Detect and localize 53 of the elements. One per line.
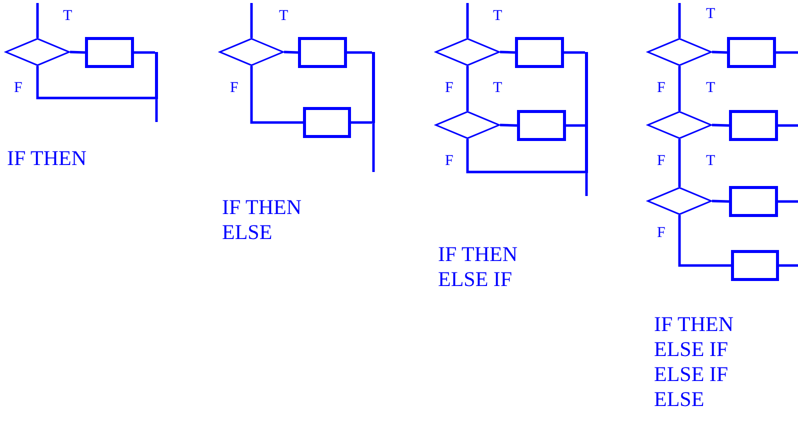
merge-line xyxy=(155,52,158,99)
connector-line xyxy=(36,66,155,100)
decision-diamond xyxy=(647,38,712,66)
connector-line xyxy=(712,50,728,54)
connector-line xyxy=(36,3,39,38)
process-box xyxy=(515,37,564,68)
connector-line xyxy=(155,99,158,122)
decision-diamond xyxy=(647,187,712,215)
connector-line xyxy=(566,124,585,127)
decision-diamond xyxy=(647,111,712,139)
decision-diamond xyxy=(435,111,500,139)
caption: IF THEN ELSE IF xyxy=(438,242,519,292)
connector-line xyxy=(284,50,298,54)
connector-line xyxy=(466,139,585,174)
connector-line xyxy=(564,51,585,54)
process-box xyxy=(727,37,776,68)
process-box xyxy=(731,250,779,281)
connector-line xyxy=(678,3,681,38)
connector-line xyxy=(779,264,798,267)
decision-diamond xyxy=(219,38,284,66)
connector-line xyxy=(500,50,516,54)
caption: IF THEN ELSE IF ELSE IF ELSE xyxy=(654,312,735,412)
merge-line xyxy=(585,52,588,173)
connector-line xyxy=(351,121,372,124)
connector-line xyxy=(712,124,730,127)
connector-line xyxy=(778,124,798,127)
connector-line xyxy=(500,124,518,127)
process-box xyxy=(303,107,351,138)
connector-line xyxy=(70,50,86,54)
connector-line xyxy=(585,173,588,196)
process-box xyxy=(85,37,134,68)
connector-line xyxy=(678,215,731,267)
caption: IF THEN xyxy=(7,146,88,171)
merge-line xyxy=(372,52,375,123)
process-box xyxy=(298,37,347,68)
connector-line xyxy=(134,51,155,54)
process-box xyxy=(729,110,778,141)
decision-diamond xyxy=(5,38,70,66)
connector-line xyxy=(250,3,253,38)
connector-line xyxy=(372,123,375,172)
decision-diamond xyxy=(435,38,500,66)
connector-line xyxy=(678,139,681,187)
process-box xyxy=(729,186,778,217)
connector-line xyxy=(466,66,469,111)
caption: IF THEN ELSE xyxy=(222,195,303,245)
connector-line xyxy=(712,200,730,203)
connector-line xyxy=(250,66,303,124)
connector-line xyxy=(778,200,798,203)
connector-line xyxy=(678,66,681,111)
connector-line xyxy=(347,51,372,54)
process-box xyxy=(517,110,566,141)
connector-line xyxy=(466,3,469,38)
connector-line xyxy=(776,51,798,54)
